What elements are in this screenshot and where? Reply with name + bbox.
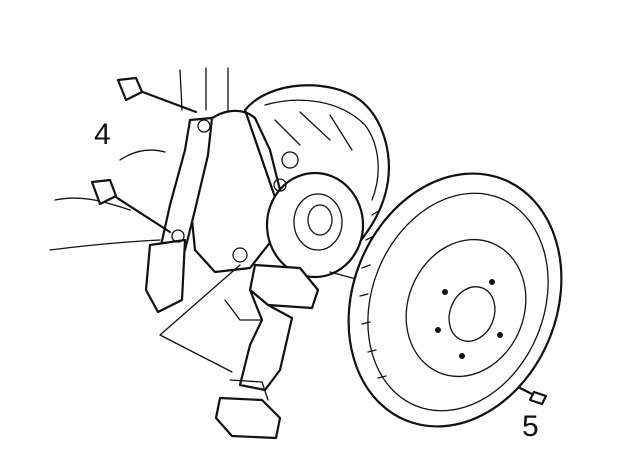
callout-label-4: 4 [94,118,111,151]
bracket-bolts [90,76,198,234]
brake-disc [347,172,563,428]
disc-screw [518,386,548,406]
caliper-bracket [144,116,214,314]
callout-label-5: 5 [522,410,539,443]
brake-caliper [224,263,320,392]
strut-lines [49,67,229,251]
wheel-hub [265,171,365,279]
brake-pad [214,379,282,440]
